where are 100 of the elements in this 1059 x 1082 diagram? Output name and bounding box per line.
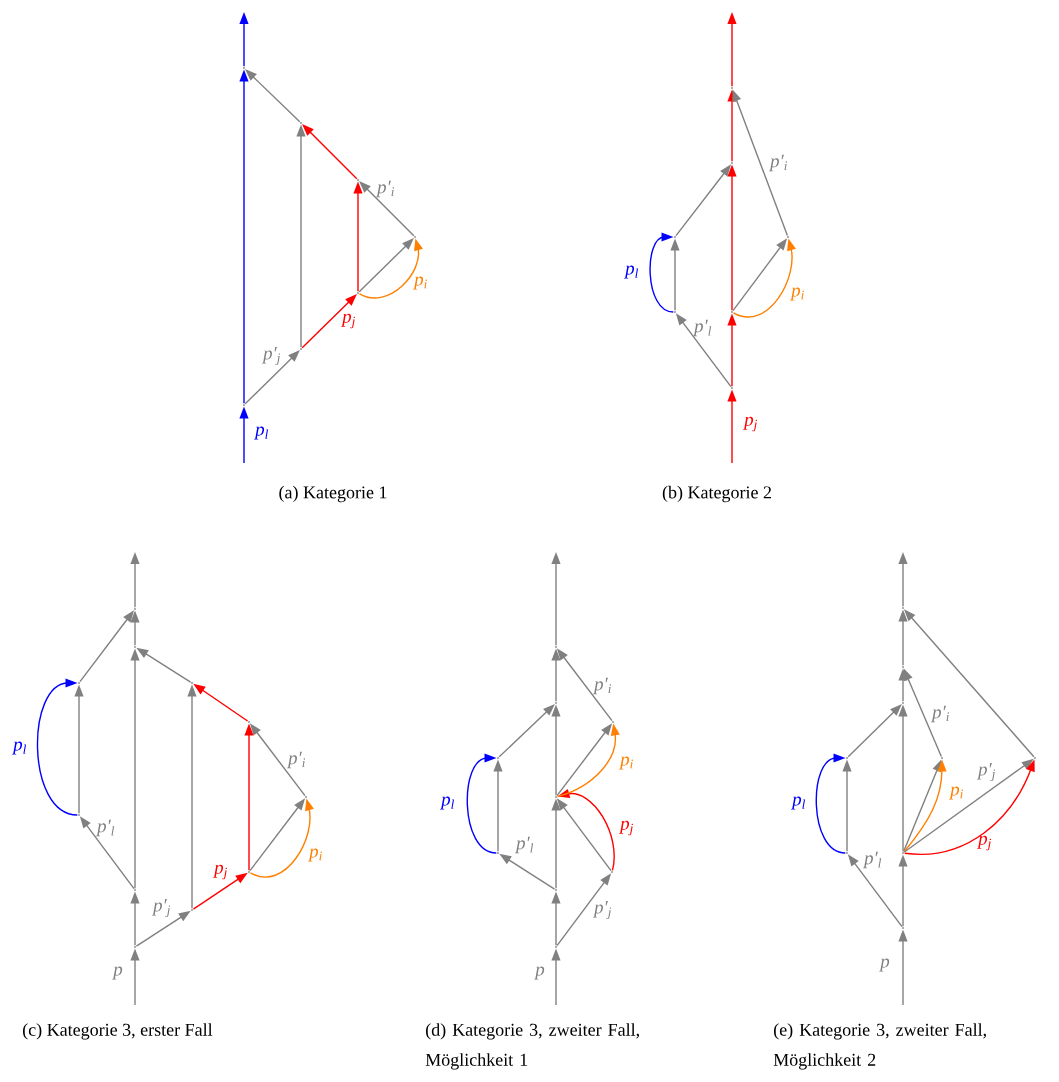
arrow <box>245 69 301 123</box>
arrow <box>551 948 561 1006</box>
arrow <box>301 294 357 349</box>
caption: (e) Kategorie 3, zweiter Fall, Möglichkeit 2 <box>773 1023 986 1070</box>
arrow <box>499 853 556 890</box>
arrow <box>904 609 1035 758</box>
arrow <box>727 12 737 87</box>
arrow <box>732 238 796 318</box>
arrow <box>79 816 135 890</box>
arrow <box>898 704 908 852</box>
arrow <box>136 647 192 683</box>
arrow <box>847 854 903 928</box>
edge-label: p$_{i}$ <box>308 848 322 862</box>
arrow <box>551 798 561 889</box>
arrow <box>649 232 674 313</box>
arrow <box>249 723 306 797</box>
edge-label: p′$_{j}$ <box>261 346 281 366</box>
edge-label: p <box>879 958 890 972</box>
edge-label: p′$_{i}$ <box>286 751 305 769</box>
arrow <box>359 181 415 237</box>
edge-label: p′$_{l}$ <box>95 819 115 837</box>
edge-label: p′$_{i}$ <box>768 154 787 172</box>
edge-label: p$_{j}$ <box>977 835 992 851</box>
edge-label: p′$_{i}$ <box>375 180 394 198</box>
arrow <box>898 929 908 1006</box>
edge-label: p′$_{j}$ <box>976 762 996 782</box>
edge-label: p$_{j}$ <box>619 820 634 836</box>
arrow <box>847 704 902 758</box>
arrow <box>130 610 140 646</box>
arrow <box>732 89 789 237</box>
arrow <box>302 124 358 180</box>
arrow <box>249 798 314 878</box>
arrow <box>727 313 737 387</box>
edge-label: p$_{j}$ <box>341 313 356 329</box>
edge-label: p <box>534 966 545 980</box>
edge-label: p$_{j}$ <box>743 416 758 432</box>
edge-label: p$_{i}$ <box>413 276 427 290</box>
arrow <box>249 798 306 872</box>
arrow <box>187 684 197 909</box>
edge-label: p$_{j}$ <box>213 864 227 880</box>
arrow <box>79 610 135 683</box>
edge-label: p$_{i}$ <box>949 786 963 800</box>
arrow <box>135 910 191 947</box>
arrow <box>244 723 254 871</box>
arrow <box>36 678 78 816</box>
edge-label: p$_{i}$ <box>790 287 804 301</box>
arrow <box>551 648 561 702</box>
arrow <box>358 238 414 293</box>
caption: (c) Kategorie 3, erster Fall <box>23 1023 213 1040</box>
arrow <box>675 164 732 237</box>
arrow <box>898 854 908 927</box>
arrow <box>296 124 306 348</box>
arrow <box>556 648 613 722</box>
arrow <box>842 759 852 852</box>
arrow <box>239 69 249 404</box>
arrow <box>727 164 737 311</box>
arrow <box>556 873 612 947</box>
arrow <box>898 552 908 607</box>
arrow <box>551 891 561 946</box>
edge-label: p′$_{i}$ <box>930 705 950 723</box>
arrow <box>358 238 423 299</box>
edge-label: p$_{l}$ <box>624 265 639 279</box>
edge-label: p$_{l}$ <box>254 426 269 440</box>
arrow <box>815 753 846 854</box>
arrow <box>498 704 555 758</box>
caption: (a) Kategorie 1 <box>279 485 387 503</box>
edge-label: p′$_{i}$ <box>592 677 611 695</box>
arrow <box>493 759 503 852</box>
arrow <box>732 238 788 312</box>
arrow <box>466 753 497 854</box>
edge-label: p′$_{j}$ <box>151 898 171 918</box>
arrow <box>727 389 737 464</box>
arrow <box>193 683 249 722</box>
arrow <box>898 609 908 666</box>
arrow <box>244 350 300 405</box>
arrow <box>239 12 249 67</box>
arrow <box>557 789 615 872</box>
arrow <box>74 684 84 814</box>
arrow <box>239 406 249 464</box>
arrow <box>192 872 248 910</box>
edge-label: p$_{l}$ <box>12 741 27 755</box>
arrow <box>670 238 680 311</box>
edge-label: p <box>112 966 123 980</box>
edge-label: p$_{i}$ <box>619 756 633 770</box>
arrow <box>130 891 140 946</box>
arrow <box>675 313 732 388</box>
edge-label: p′$_{l}$ <box>692 319 712 337</box>
caption: (d) Kategorie 3, zweiter Fall, Möglichkeit 1 <box>425 1023 639 1070</box>
arrow <box>551 704 561 796</box>
arrow <box>130 648 140 889</box>
edge-label: p′$_{l}$ <box>514 836 534 854</box>
edge-label: p′$_{l}$ <box>862 851 882 869</box>
edge-label: p′$_{j}$ <box>592 900 612 920</box>
caption: (b) Kategorie 2 <box>662 485 771 503</box>
arrow <box>903 668 943 758</box>
arrow <box>556 798 612 872</box>
arrow <box>130 948 140 1006</box>
arrow <box>551 552 561 646</box>
arrow <box>130 552 140 608</box>
edge-label: p$_{l}$ <box>791 796 806 810</box>
